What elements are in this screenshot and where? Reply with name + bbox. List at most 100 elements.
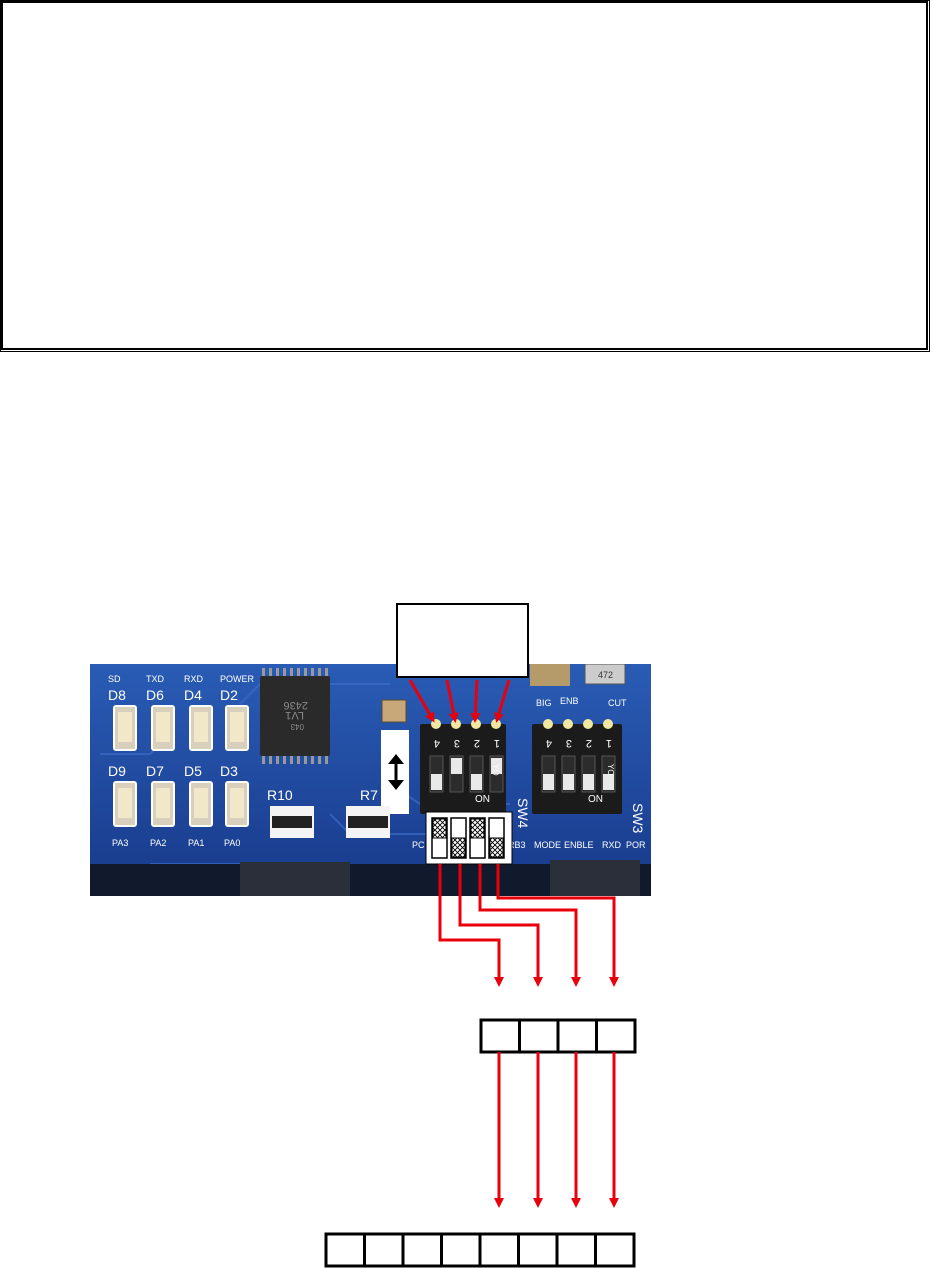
sw3-number-2: 2 [586,737,592,749]
r10-label: R10 [267,787,293,803]
large-register-cell-8 [596,1234,635,1266]
position-strip [381,730,409,814]
chip-pin [297,756,300,764]
led-id-d5: D5 [184,763,202,779]
chip-pin [290,756,293,764]
sw4-lever [451,758,462,774]
led-id-d4: D4 [184,687,202,703]
led-id-d3: D3 [220,763,238,779]
small-register-cell-3 [558,1020,597,1052]
chip-pin [269,756,272,764]
sw3-solder-pad [563,719,573,729]
ic-chip: 2436 LV1 043 [260,668,330,764]
sw4-solder-pad [471,719,481,729]
sw4-lever [471,774,482,790]
led-label-pa2: PA2 [150,838,166,848]
top-frame-inner [1,1,928,350]
large-register-cell-2 [365,1234,404,1266]
r7-label: R7 [360,787,378,803]
large-register-cell-6 [519,1234,558,1266]
led-label-sd: SD [108,674,121,684]
led-lens [194,712,208,742]
led-lens [230,788,244,818]
large-register-cell-3 [403,1234,442,1266]
chip-marking-3: 043 [290,722,304,731]
small-register-cell-2 [520,1020,559,1052]
led-id-d8: D8 [108,687,126,703]
sw3-lever [563,774,574,790]
sw3-solder-pad [543,719,553,729]
large-register-cell-1 [326,1234,365,1266]
rxd-label: RXD [602,840,622,850]
sw4-number-1: 1 [494,737,500,749]
chip-pin [283,668,286,676]
chip-pin [311,668,314,676]
led-lens [230,712,244,742]
led-lens [194,788,208,818]
sw4-lever [431,774,442,790]
sw4-number-2: 2 [474,737,480,749]
led-lens [156,712,170,742]
sw3-lever [543,774,554,790]
led-label-power: POWER [220,674,255,684]
led-id-d7: D7 [146,763,164,779]
sw3-number-4: 4 [546,737,552,749]
small-register-cell-1 [481,1020,520,1052]
chip-pin [262,668,265,676]
chip-pin [304,668,307,676]
led-lens [156,788,170,818]
chip-pin [318,756,321,764]
chip-pin [276,668,279,676]
register-to-register-arrows [499,1052,614,1205]
chip-pin [325,668,328,676]
sw4-solder-pad [451,719,461,729]
sw4-solder-pad [491,719,501,729]
led-label-txd: TXD [146,674,165,684]
resistor-body [272,816,312,828]
por-label: POR [626,840,646,850]
sw3-solder-pad [603,719,613,729]
large-register-cell-7 [557,1234,596,1266]
large-register-cell-5 [480,1234,519,1266]
sw3-lever [583,774,594,790]
sw3-on-label: ON [588,794,603,805]
chip-pin [269,668,272,676]
sw4-on-label: ON [475,794,490,805]
enble-label: ENBLE [564,840,594,850]
led-label-pa3: PA3 [112,838,128,848]
chip-pin [325,756,328,764]
large-register-cell-4 [442,1234,481,1266]
sw3-solder-pad [583,719,593,729]
sw4-solder-pad [431,719,441,729]
sw3-header-cut: CUT [608,698,627,708]
sw3-lever [603,774,614,790]
chip-pin [276,756,279,764]
chip-pin [318,668,321,676]
small-register-cell-4 [597,1020,636,1052]
capacitor [382,700,406,722]
led-lens [118,712,132,742]
smd-capacitor-label: 472 [598,670,613,680]
rb3-label: RB3 [508,840,526,850]
sw4-dip-switch: 4 3 2 1 ON YO [420,719,506,814]
led-id-d6: D6 [146,687,164,703]
led-id-d9: D9 [108,763,126,779]
chip-pin [262,756,265,764]
led-label-pa1: PA1 [188,838,204,848]
small-register [481,1020,635,1052]
sw3-id: SW3 [630,803,646,834]
chip-pin [283,756,286,764]
sw4-number-3: 3 [454,737,460,749]
sw4-id: SW4 [515,798,531,829]
led-label-rxd: RXD [184,674,204,684]
sw3-number-1: 1 [606,737,612,749]
chip-pin [290,668,293,676]
chip-marking-2: LV1 [285,709,304,721]
sw3-header-enb: ENB [560,696,579,706]
sw4-yo-label: YO [491,764,500,776]
chip-pin [297,668,300,676]
sw4-number-4: 4 [434,737,440,749]
resistor-body [348,816,388,828]
